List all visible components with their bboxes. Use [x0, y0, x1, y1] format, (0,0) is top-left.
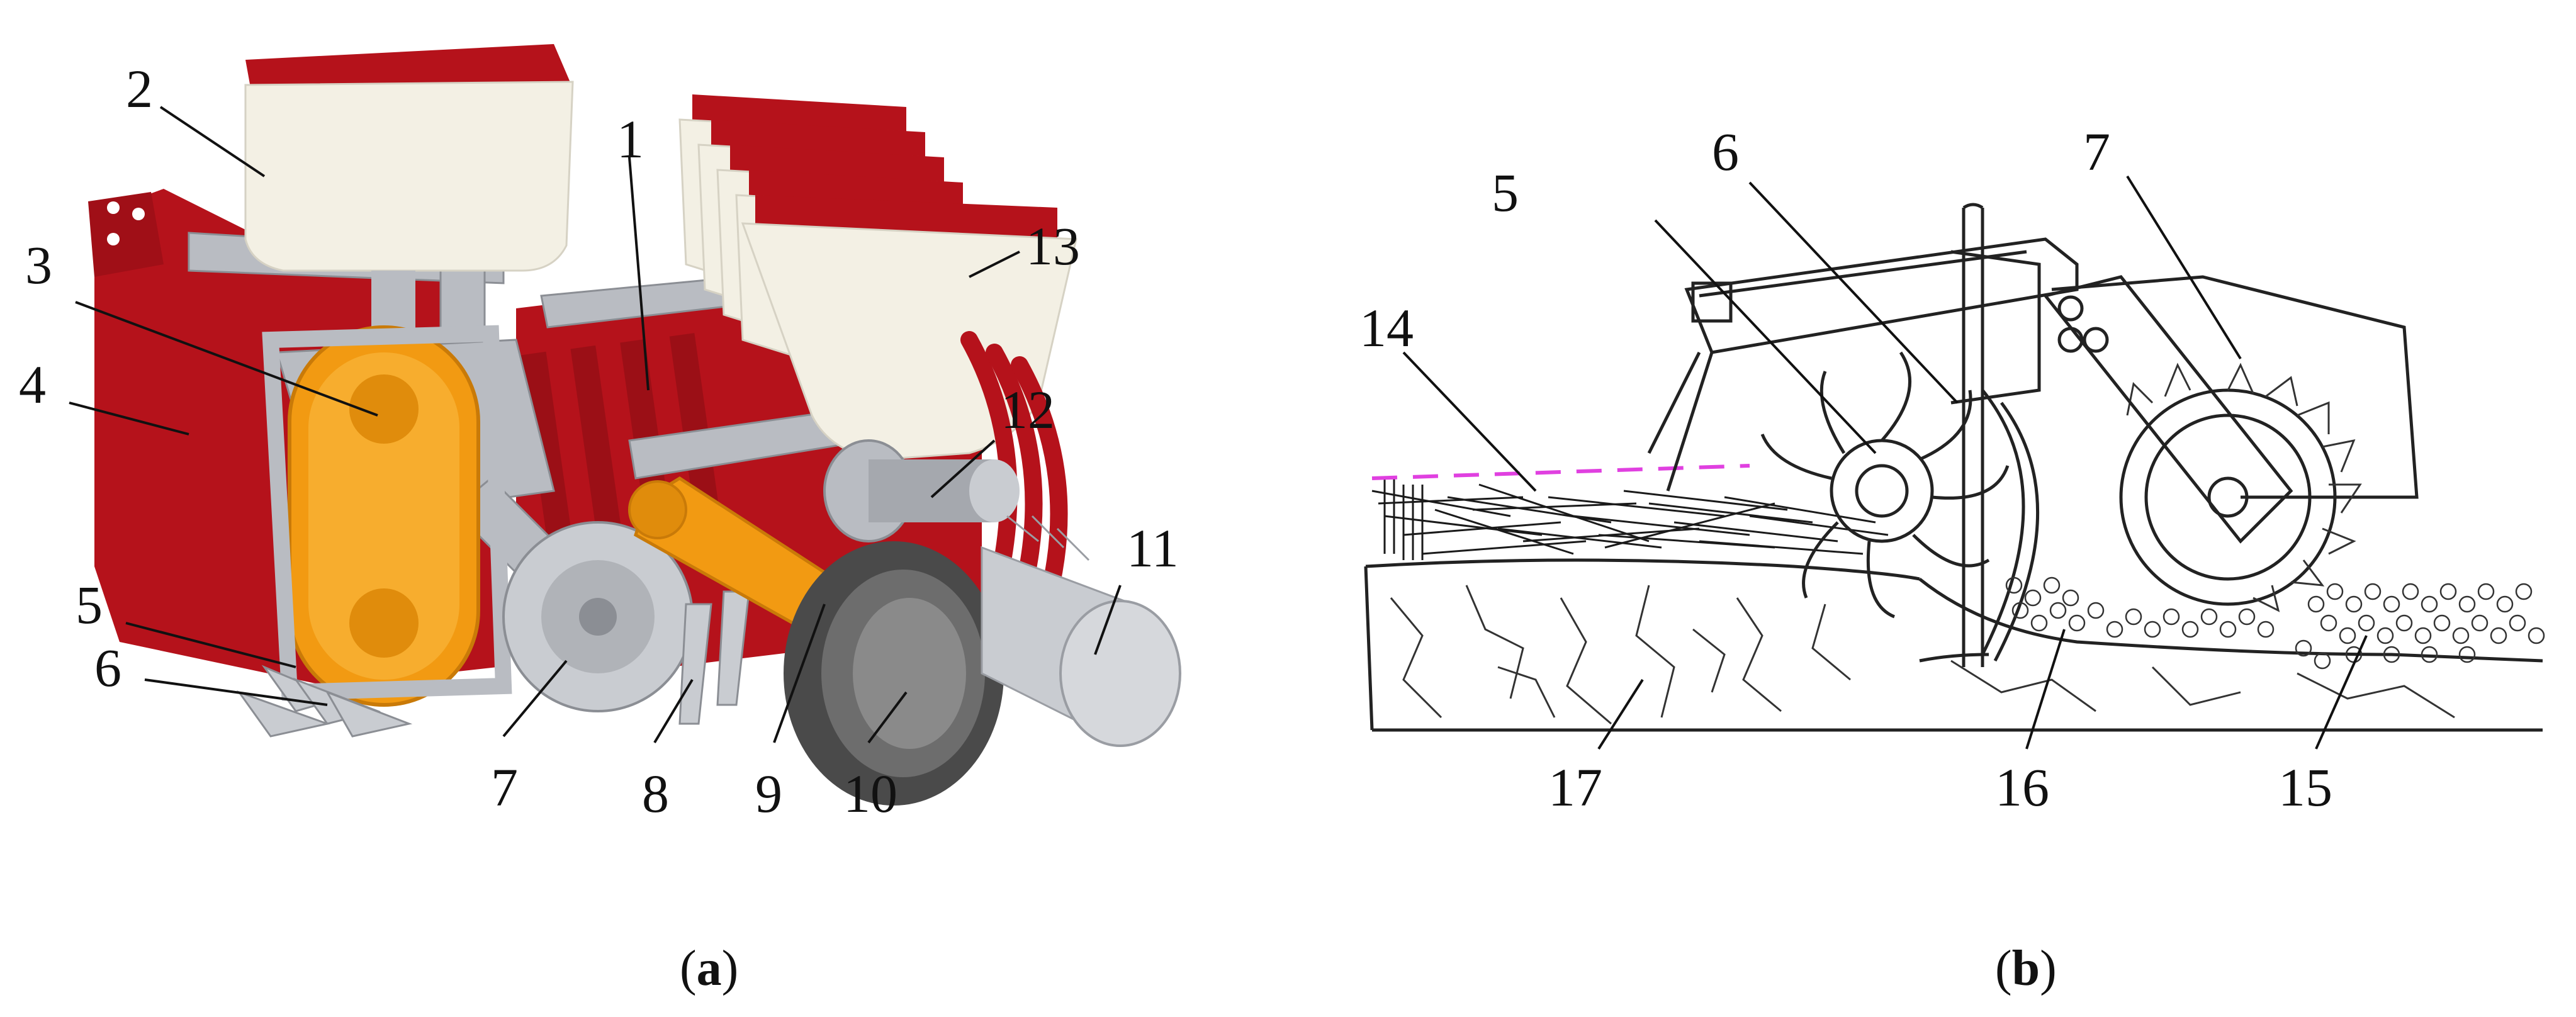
- panel-b-cross-section: 5 6 7 14 15 16 17 (b): [1359, 121, 2545, 996]
- label-7: 7: [491, 757, 518, 818]
- press-wheel-7: [2042, 275, 2362, 612]
- caption-b: (b): [1995, 941, 2057, 996]
- label-b-15: 15: [2278, 757, 2332, 818]
- label-b-7: 7: [2083, 121, 2110, 182]
- label-b-16: 16: [1995, 757, 2049, 818]
- straw-mat-14: [1371, 478, 1889, 560]
- label-13: 13: [1026, 216, 1080, 276]
- label-12: 12: [1001, 379, 1055, 440]
- press-roller-11: [981, 515, 1181, 747]
- soil-17: [1364, 558, 2543, 732]
- label-2: 2: [126, 59, 153, 119]
- rotary-blades-5-6: [236, 665, 413, 738]
- label-10: 10: [843, 763, 897, 824]
- label-6: 6: [94, 638, 121, 698]
- panel-a-labels: 1 2 3 4 5 6 7 8 9 10 11 12 13: [19, 59, 1179, 824]
- label-1: 1: [617, 109, 644, 169]
- straw-surface-line: [1371, 464, 1750, 480]
- panel-b-leader-lines: [1402, 175, 2368, 750]
- frame-b: [1647, 203, 2419, 667]
- toothed-disc-7: [502, 521, 694, 712]
- seed-hoppers-13: [678, 94, 1077, 503]
- belt-housing-3: [262, 325, 512, 707]
- label-4: 4: [19, 354, 46, 415]
- soil-aggregates-15: [2295, 583, 2545, 670]
- label-b-17: 17: [1548, 757, 1602, 818]
- label-5: 5: [76, 575, 103, 635]
- drive-shaft-12: [823, 439, 1020, 542]
- panel-a-machine-rendering: 1 2 3 4 5 6 7 8 9 10 11 12 13 (a): [19, 44, 1181, 996]
- fertilizer-hopper-2: [244, 44, 574, 396]
- gauge-wheel-10: [784, 541, 1004, 806]
- label-b-5: 5: [1492, 162, 1519, 223]
- panel-b-labels: 5 6 7 14 15 16 17: [1359, 121, 2332, 818]
- soil-aggregates-16: [2005, 576, 2275, 638]
- label-8: 8: [642, 763, 669, 824]
- label-11: 11: [1127, 518, 1179, 578]
- label-9: 9: [755, 763, 782, 824]
- caption-a: (a): [680, 941, 738, 996]
- label-b-6: 6: [1712, 121, 1739, 182]
- label-b-14: 14: [1359, 298, 1414, 358]
- panel-a-leader-lines: [69, 106, 1122, 744]
- rotary-cutter-b: [1760, 351, 2039, 663]
- frame-4-bracket: [88, 192, 164, 277]
- label-3: 3: [25, 235, 52, 295]
